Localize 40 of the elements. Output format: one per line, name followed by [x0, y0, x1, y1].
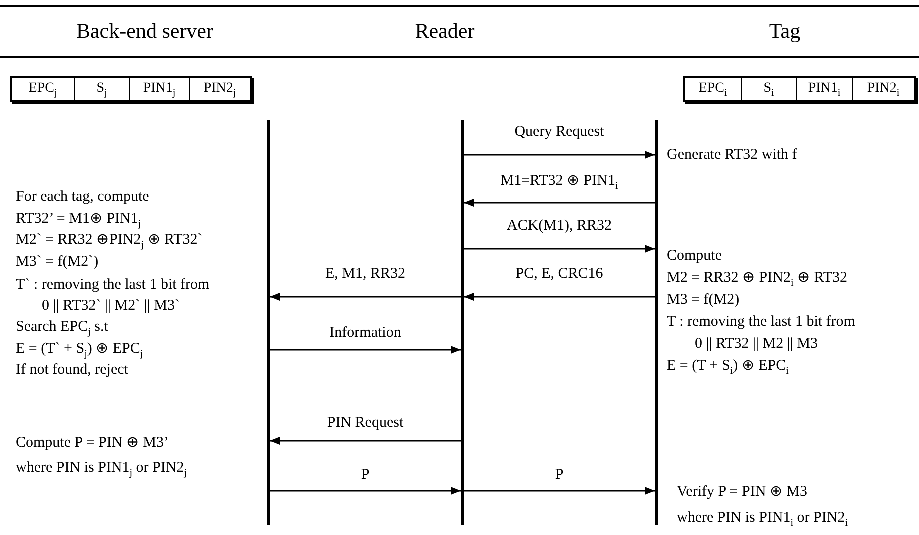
lifeline	[461, 120, 464, 525]
message-arrow	[464, 151, 655, 159]
table-cell: S$_{j}$	[74, 78, 129, 100]
message-arrow	[464, 293, 655, 301]
computation-step: where PIN is PIN1$_{j}$ or PIN2$_{j}$	[16, 458, 187, 484]
edge-label: ACK(M1), RR32	[505, 217, 614, 235]
computation-step: T : removing the last 1 bit from	[667, 312, 856, 332]
computation-step: where PIN is PIN1$_{i}$ or PIN2$_{i}$	[677, 508, 848, 534]
table-cell: PIN1$_{i}$	[796, 78, 852, 100]
lifeline	[267, 120, 270, 525]
column-heading: Tag	[768, 18, 802, 45]
computation-step: Compute P = PIN ⊕ M3’	[16, 433, 169, 453]
computation-step: Verify P = PIN ⊕ M3	[677, 482, 808, 502]
column-heading: Reader	[414, 18, 476, 45]
computation-step: Compute	[667, 246, 722, 266]
table-cell-text: EPC$_{j}$	[28, 80, 58, 100]
computation-step: 0 || RT32` || M2` || M3`	[42, 296, 180, 316]
table-cell: PIN1$_{j}$	[129, 78, 189, 100]
edge-label: PIN Request	[325, 414, 406, 432]
message-arrow	[270, 487, 461, 495]
message-arrow	[464, 487, 655, 495]
table-cell-text: EPC$_{i}$	[698, 80, 728, 100]
table-cell: S$_{i}$	[741, 78, 796, 100]
table-cell: PIN2$_{i}$	[852, 78, 914, 100]
lifeline	[655, 120, 658, 525]
message-note: Generate RT32 with f	[667, 146, 798, 165]
message-arrow	[270, 437, 461, 445]
edge-label: E, M1, RR32	[324, 265, 408, 283]
message-arrow	[270, 293, 461, 301]
edge-label: PC, E, CRC16	[514, 265, 606, 283]
message-arrow	[464, 245, 655, 253]
message-arrow	[270, 346, 461, 354]
message-arrow	[464, 199, 655, 207]
computation-step: 0 || RT32 || M2 || M3	[695, 334, 818, 354]
computation-step: T` : removing the last 1 bit from	[16, 275, 210, 295]
computation-step: E = (T + S$_{i}$) ⊕ EPC$_{i}$	[667, 356, 789, 382]
edge-label: Query Request	[512, 123, 606, 141]
computation-step: For each tag, compute	[16, 187, 150, 207]
table-cell: PIN2$_{j}$	[189, 78, 250, 100]
column-heading: Back-end server	[75, 18, 214, 45]
